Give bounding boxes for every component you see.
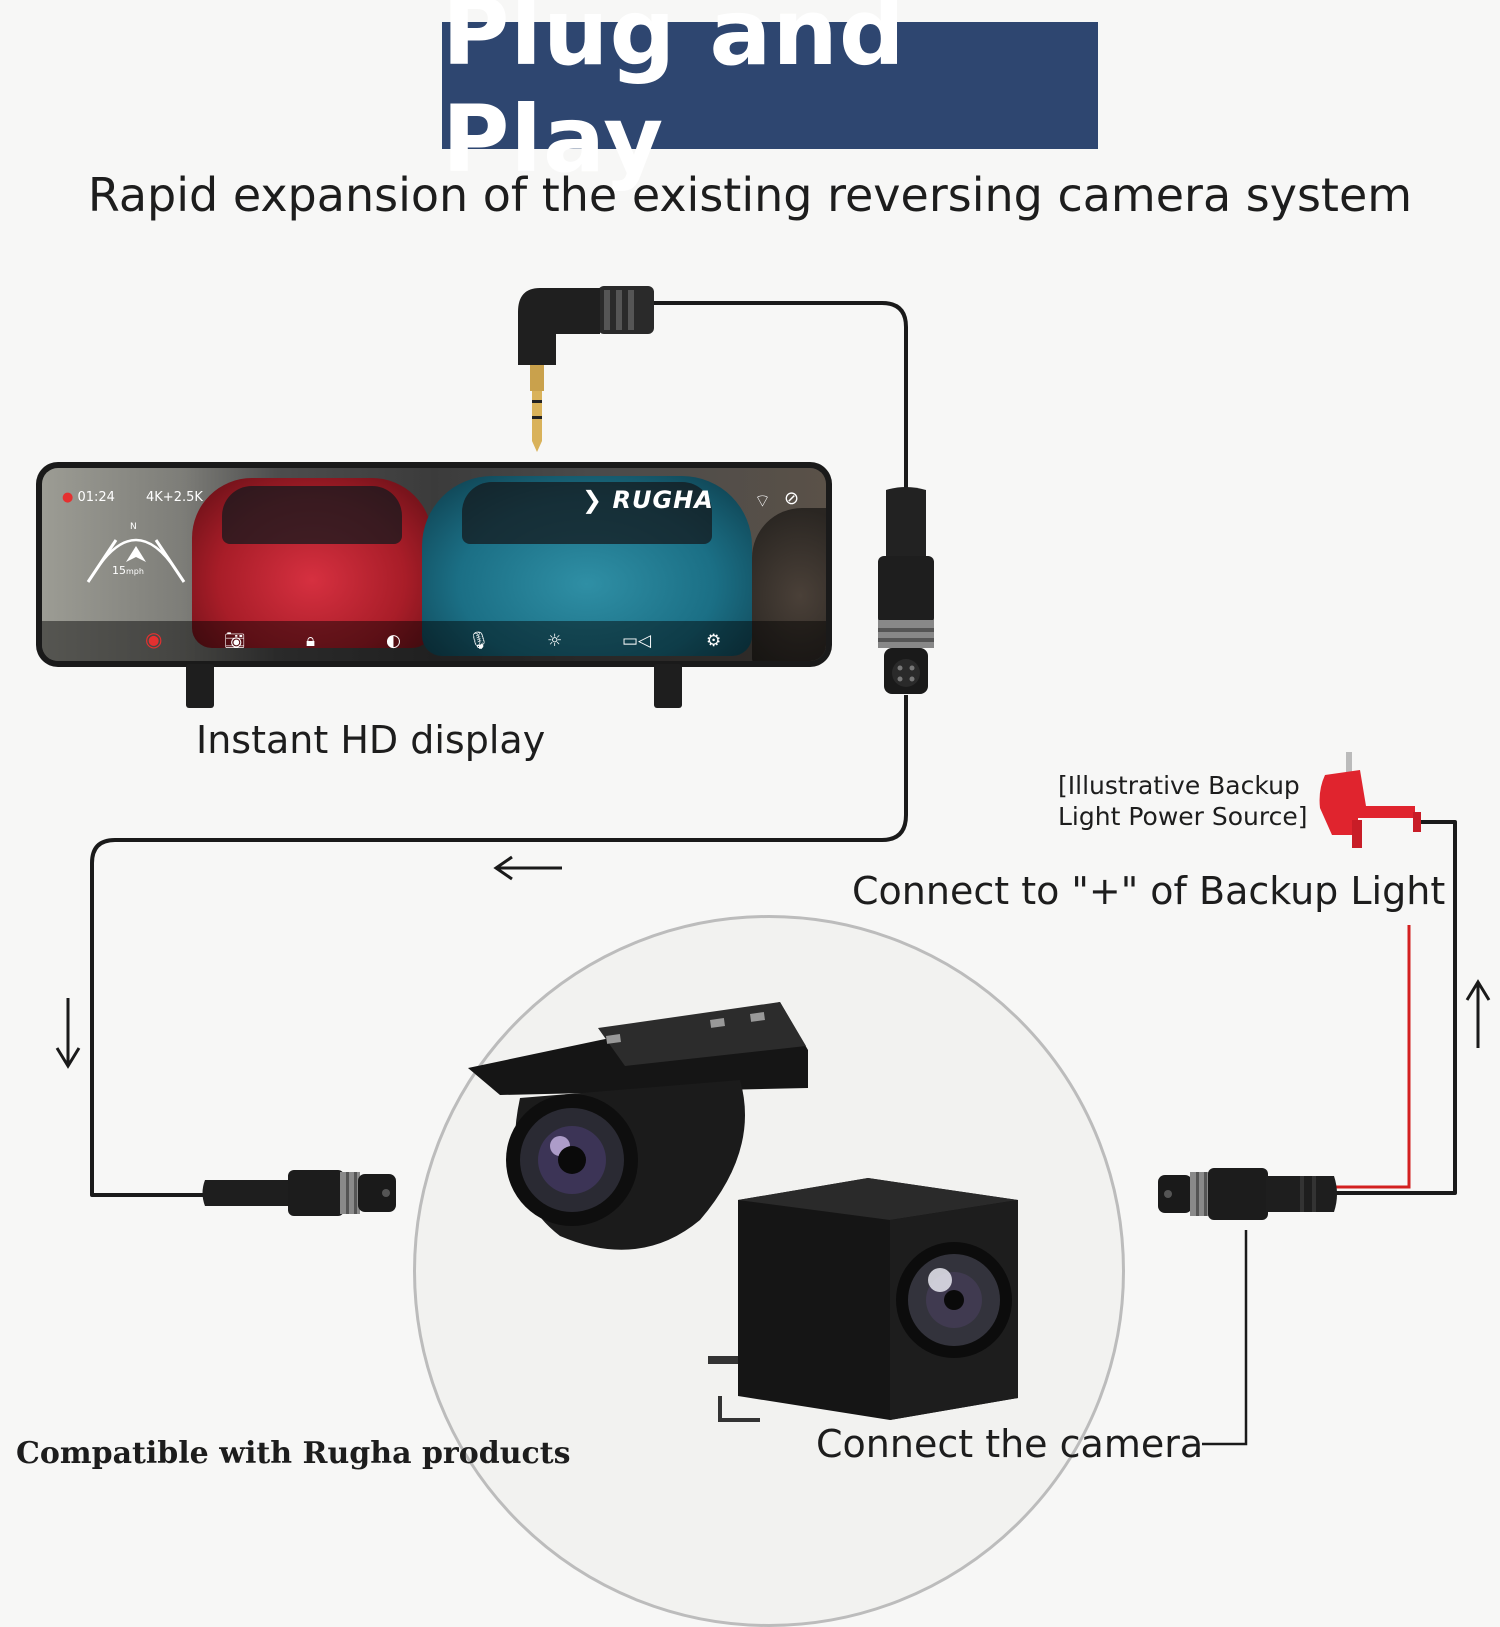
speed-unit: mph xyxy=(126,567,144,576)
brightness-icon[interactable]: ☼ xyxy=(547,631,563,651)
settings-icon[interactable]: ⚙ xyxy=(706,631,722,651)
brand-name: RUGHA xyxy=(612,486,714,514)
audio-jack-icon xyxy=(518,286,654,452)
mirror-screen: ● 01:24 4K+2.5K N 15mph ❯ RUGHA ⌔ ⊘ ◉ 📷︎… xyxy=(42,468,826,661)
record-icon[interactable]: ◉ xyxy=(145,627,163,651)
wifi-off-icon: ⌔ xyxy=(754,491,771,512)
video-icon[interactable]: ▭◁ xyxy=(622,631,652,651)
compatibility-label: Compatible with Rugha products xyxy=(16,1436,571,1471)
speed-readout: 15mph xyxy=(112,564,144,577)
recording-time: 01:24 xyxy=(77,490,115,505)
resolution-label: 4K+2.5K xyxy=(146,490,203,505)
compass-label: N xyxy=(130,522,137,532)
mute-icon: ⊘ xyxy=(784,488,800,509)
cable-top xyxy=(650,301,908,495)
horn-icon[interactable]: ◐ xyxy=(386,631,401,651)
mirror-toolbar: ◉ 📷︎ 🔒︎ ◐ 🎙︎ ☼ ▭◁ ⚙ xyxy=(42,621,826,661)
record-dot-icon: ● xyxy=(62,490,74,505)
rearview-mirror-display: ● 01:24 4K+2.5K N 15mph ❯ RUGHA ⌔ ⊘ ◉ 📷︎… xyxy=(36,462,832,667)
cable-middle xyxy=(90,695,908,1197)
instant-display-label: Instant HD display xyxy=(196,718,546,762)
vertical-connector-icon xyxy=(878,487,934,694)
power-source-label: [Illustrative Backup Light Power Source] xyxy=(1058,771,1308,831)
power-plug-icon xyxy=(1319,752,1421,848)
camera-icon[interactable]: 📷︎ xyxy=(224,631,246,651)
brand-logo: ❯ RUGHA xyxy=(582,486,714,514)
arrow-up-icon xyxy=(1465,979,1491,1048)
connect-backup-light-label: Connect to "+" of Backup Light xyxy=(852,869,1446,913)
page-subtitle: Rapid expansion of the existing reversin… xyxy=(87,168,1413,222)
red-wire xyxy=(1330,925,1411,1189)
arrow-down-icon xyxy=(55,998,81,1069)
camera-leader-line xyxy=(1202,1230,1248,1446)
connect-camera-label: Connect the camera xyxy=(816,1422,1204,1466)
microphone-icon[interactable]: 🎙︎ xyxy=(468,631,490,651)
dark-car xyxy=(752,508,826,661)
cube-camera-icon xyxy=(708,1178,1018,1422)
lock-icon[interactable]: 🔒︎ xyxy=(306,631,316,651)
mirror-mount-left xyxy=(186,664,214,708)
compass-hud-icon xyxy=(86,538,186,583)
mirror-mount-right xyxy=(654,664,682,708)
camera-products xyxy=(468,1002,1018,1422)
recording-indicator: ● 01:24 xyxy=(62,490,115,505)
arrow-left-icon xyxy=(493,855,562,881)
flush-camera-icon xyxy=(468,1002,808,1250)
right-connector-icon xyxy=(1158,1168,1337,1220)
speed-value: 15 xyxy=(112,564,126,577)
wiring-diagram xyxy=(55,286,1491,1446)
cable-right xyxy=(1330,820,1457,1195)
brand-mark-icon: ❯ xyxy=(582,486,604,514)
left-connector-icon xyxy=(202,1170,396,1216)
